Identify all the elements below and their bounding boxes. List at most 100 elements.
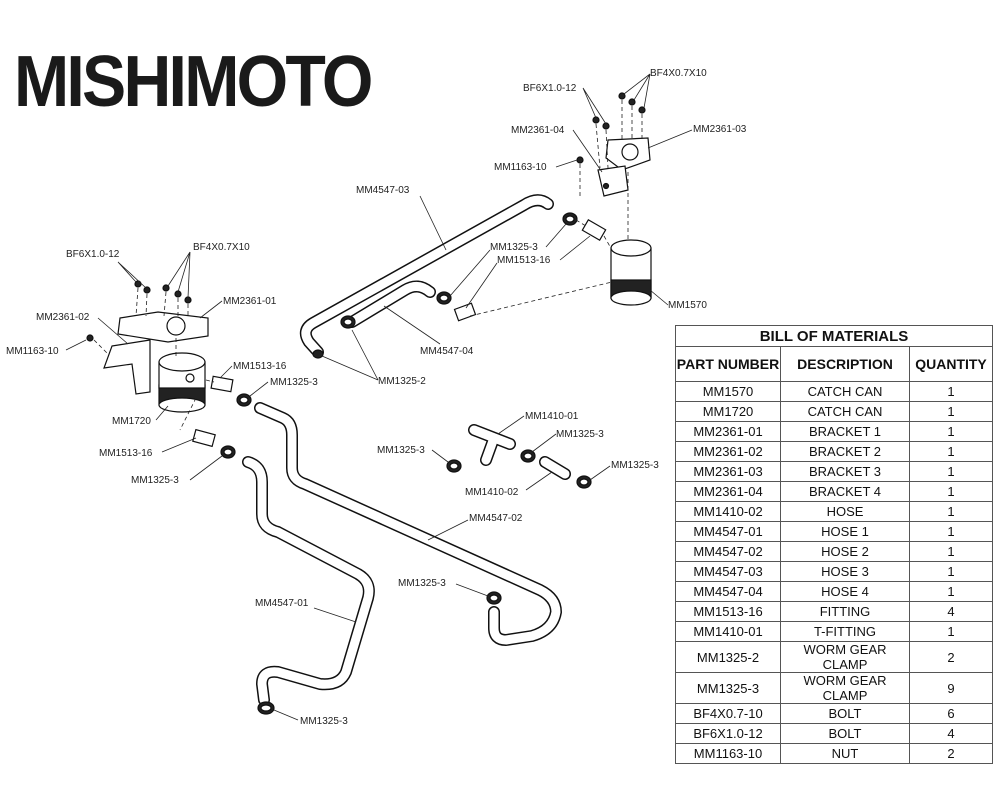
bom-cell-part-number: MM1513-16 xyxy=(675,601,781,622)
bom-cell-quantity: 9 xyxy=(909,672,993,704)
bom-cell-description: CATCH CAN xyxy=(780,381,910,402)
callout-mm2361-03: MM2361-03 xyxy=(693,124,747,135)
callout-mm4547-01: MM4547-01 xyxy=(255,598,309,609)
callout-mm1570: MM1570 xyxy=(668,300,707,311)
bom-title: BILL OF MATERIALS xyxy=(675,325,993,347)
mishimoto-logo: MISHIMOTO xyxy=(14,42,373,122)
bom-cell-part-number: MM2361-03 xyxy=(675,461,781,482)
bracket-mm2361-01 xyxy=(117,311,209,343)
bom-cell-part-number: MM1410-01 xyxy=(675,621,781,642)
callout-mm1325-2: MM1325-2 xyxy=(378,376,426,387)
bom-cell-description: BRACKET 1 xyxy=(780,421,910,442)
bom-cell-quantity: 1 xyxy=(909,521,993,542)
callouts: BF4X0.7X10 BF6X1.0-12 MM2361-04 MM2361-0… xyxy=(6,68,747,727)
callout-mm2361-01: MM2361-01 xyxy=(223,296,277,307)
callout-mm1513-16-mid: MM1513-16 xyxy=(233,361,287,372)
bom-cell-part-number: MM4547-03 xyxy=(675,561,781,582)
worm-gear-clamps xyxy=(220,212,592,715)
bom-cell-part-number: MM1163-10 xyxy=(675,743,781,764)
bom-cell-quantity: 1 xyxy=(909,401,993,422)
bom-cell-quantity: 2 xyxy=(909,743,993,764)
callout-mm2361-04: MM2361-04 xyxy=(511,125,565,136)
assembly-lines xyxy=(93,100,643,431)
bom-cell-description: T-FITTING xyxy=(780,621,910,642)
callout-mm1325-3-left-tee: MM1325-3 xyxy=(377,445,425,456)
bill-of-materials-table: BILL OF MATERIALS PART NUMBER DESCRIPTIO… xyxy=(675,325,993,764)
bom-cell-quantity: 4 xyxy=(909,723,993,744)
callout-mm4547-02: MM4547-02 xyxy=(469,513,523,524)
bom-cell-description: HOSE 2 xyxy=(780,541,910,562)
bracket-mm2361-02 xyxy=(103,339,151,395)
callout-bf6x1.0-12-left: BF6X1.0-12 xyxy=(66,249,120,260)
callout-mm1325-3-bottom-right: MM1325-3 xyxy=(398,578,446,589)
hose-mm4547-03 xyxy=(299,194,554,358)
bom-cell-part-number: MM1325-2 xyxy=(675,641,781,673)
bolts-and-nuts xyxy=(86,92,646,342)
callout-mm1410-02: MM1410-02 xyxy=(465,487,519,498)
bom-cell-quantity: 1 xyxy=(909,541,993,562)
bom-cell-quantity: 1 xyxy=(909,381,993,402)
bom-cell-description: HOSE 3 xyxy=(780,561,910,582)
callout-mm1325-3-tee: MM1325-3 xyxy=(556,429,604,440)
bom-cell-part-number: MM1570 xyxy=(675,381,781,402)
callout-mm2361-02: MM2361-02 xyxy=(36,312,90,323)
callout-mm1325-3-mid: MM1325-3 xyxy=(270,377,318,388)
bom-cell-description: BOLT xyxy=(780,723,910,744)
bom-cell-description: CATCH CAN xyxy=(780,401,910,422)
bom-cell-quantity: 1 xyxy=(909,441,993,462)
callout-mm1163-10-left: MM1163-10 xyxy=(6,346,59,357)
bom-cell-quantity: 6 xyxy=(909,703,993,724)
bom-cell-quantity: 1 xyxy=(909,461,993,482)
bom-cell-description: HOSE 4 xyxy=(780,581,910,602)
bom-cell-description: BRACKET 3 xyxy=(780,461,910,482)
bom-cell-description: BOLT xyxy=(780,703,910,724)
callout-bf4x0.7x10-left: BF4X0.7X10 xyxy=(193,242,250,253)
bom-header-quantity: QUANTITY xyxy=(909,346,993,382)
bom-cell-part-number: MM1410-02 xyxy=(675,501,781,522)
bom-cell-description: HOSE xyxy=(780,501,910,522)
callout-mm1325-3-lower: MM1325-3 xyxy=(131,475,179,486)
callout-mm1513-16-upper: MM1513-16 xyxy=(497,255,551,266)
bom-cell-description: BRACKET 2 xyxy=(780,441,910,462)
bom-cell-part-number: BF6X1.0-12 xyxy=(675,723,781,744)
hose-mm1410-02 xyxy=(539,456,571,480)
bom-cell-part-number: MM2361-04 xyxy=(675,481,781,502)
callout-mm1325-3-upper: MM1325-3 xyxy=(490,242,538,253)
bom-cell-quantity: 1 xyxy=(909,421,993,442)
catch-can-mm1570 xyxy=(610,239,652,306)
bom-cell-quantity: 4 xyxy=(909,601,993,622)
callout-mm1163-10-top: MM1163-10 xyxy=(494,162,547,173)
bom-cell-part-number: MM4547-01 xyxy=(675,521,781,542)
bom-cell-part-number: MM1720 xyxy=(675,401,781,422)
callout-bf4x0.7x10-top: BF4X0.7X10 xyxy=(650,68,707,79)
bom-cell-part-number: MM4547-02 xyxy=(675,541,781,562)
fittings xyxy=(192,218,607,448)
t-fitting-mm1410-01 xyxy=(468,424,516,466)
hose-mm4547-02 xyxy=(254,402,562,646)
bom-cell-quantity: 1 xyxy=(909,561,993,582)
bom-cell-description: BRACKET 4 xyxy=(780,481,910,502)
bom-cell-quantity: 1 xyxy=(909,501,993,522)
bom-cell-part-number: MM2361-01 xyxy=(675,421,781,442)
bom-cell-part-number: BF4X0.7-10 xyxy=(675,703,781,724)
catch-can-mm1720 xyxy=(158,352,206,413)
